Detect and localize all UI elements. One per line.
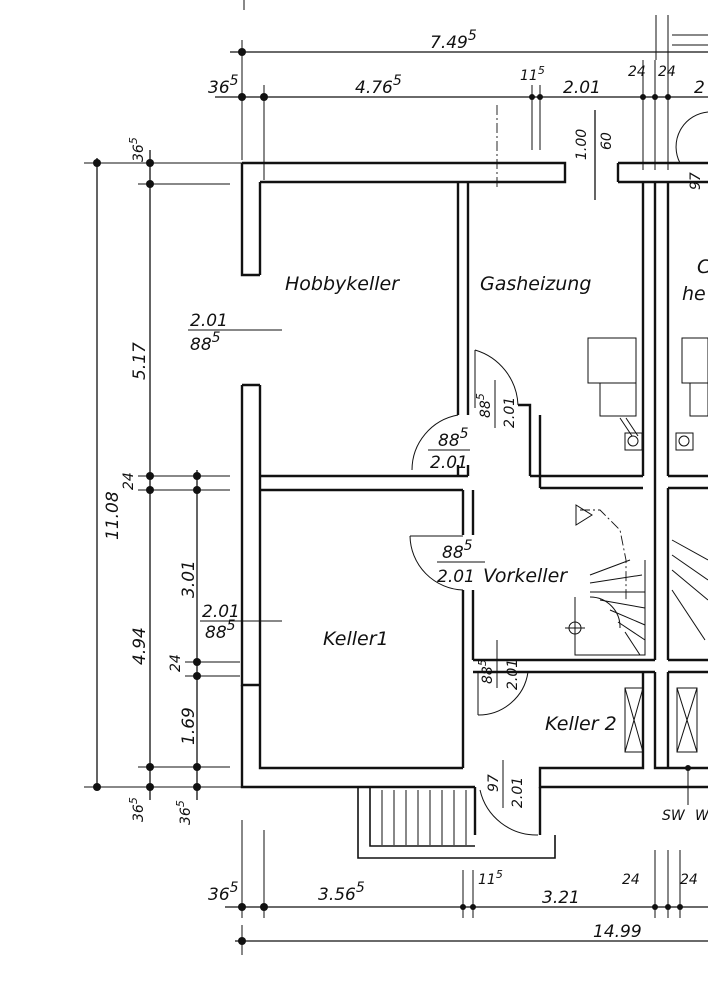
door-keller1-b: 2.01 (437, 567, 475, 587)
room-right-fragment-1: C (697, 256, 708, 278)
room-vorkeller: Vorkeller (483, 565, 568, 587)
dim-left-wall-top: 365 (127, 137, 147, 162)
dim-left-wall-24: 24 (121, 472, 137, 490)
door-hobbykeller-label: 885 2.01 (428, 426, 470, 473)
door-outer-label: 97 2.01 (486, 760, 526, 808)
dim-bottom-total: 14.99 (235, 922, 708, 955)
dim-left-chain: 365 5.17 24 4.94 365 (121, 137, 230, 822)
dim-top-wall-24b: 24 (658, 64, 676, 80)
dim-left-sub-24: 24 (168, 654, 184, 672)
dim-left-room1: 5.17 (130, 342, 150, 380)
dim-left-bottom-b: 365 (174, 800, 194, 825)
door-keller2-label: 885 2.01 (476, 640, 521, 690)
dim-bottom-wall-left: 365 (208, 880, 239, 905)
dim-window-top-a: 1.00 (574, 129, 590, 160)
label-w-fragment: W (695, 808, 708, 824)
door-gas-b: 2.01 (502, 397, 518, 428)
door-arc-keller1 (409, 535, 464, 591)
door-outer-b: 2.01 (510, 777, 526, 808)
window-hobbykeller: 2.01 885 (188, 311, 282, 355)
room-hobbykeller: Hobbykeller (285, 273, 400, 295)
construction-lines (241, 0, 708, 860)
door-arc-gasheizung (474, 349, 519, 406)
door-outer-a: 97 (486, 774, 502, 792)
window-keller1-a: 2.01 (202, 602, 240, 622)
doors (409, 111, 708, 836)
room-keller2: Keller 2 (545, 713, 617, 735)
dim-top-wall-left: 365 (208, 73, 239, 98)
dim-left-room2: 4.94 (130, 627, 150, 665)
dim-top-wall-24a: 24 (628, 64, 646, 80)
dim-left-subchain: 3.01 24 1.69 365 (168, 470, 240, 825)
door-arc-right (675, 111, 708, 164)
door-arc-keller2 (477, 671, 529, 716)
door-keller1-a: 885 (442, 538, 473, 563)
dim-top-room-width: 4.765 (355, 73, 402, 98)
dim-left-bottom-a: 365 (127, 797, 147, 822)
dim-bottom-wall-24b: 24 (680, 872, 698, 888)
room-gasheizung: Gasheizung (480, 273, 591, 295)
dim-top-total: 7.495 (230, 28, 708, 160)
dim-top-total-label: 7.495 (430, 28, 477, 53)
door-keller2-b: 2.01 (505, 659, 521, 690)
window-hobby-b: 885 (190, 330, 221, 355)
dim-bottom-room-width: 3.565 (318, 880, 365, 905)
heating-units (587, 337, 708, 451)
label-sw: SW (662, 808, 686, 824)
door-gasheizung-label: 885 2.01 (474, 380, 518, 428)
outside-steps (381, 790, 467, 845)
staircase (565, 504, 708, 656)
dim-top-right-fragment: 2 (694, 78, 705, 98)
dim-bottom-total-label: 14.99 (593, 922, 642, 942)
door-arc-outer (479, 789, 539, 836)
window-hobby-a: 2.01 (190, 311, 228, 331)
door-keller2-a: 885 (476, 659, 496, 684)
walls (240, 161, 708, 859)
dim-window-top: 1.00 60 (496, 105, 615, 200)
dim-left-total-label: 11.08 (103, 491, 123, 540)
dim-left-sub-169: 1.69 (179, 707, 199, 745)
room-right-fragment-2: he (682, 283, 706, 305)
dim-top-partition: 115 (520, 64, 545, 84)
dim-top-room2-width: 2.01 (563, 78, 601, 98)
door-gas-a: 885 (474, 393, 494, 418)
door-keller1-label: 885 2.01 (437, 538, 485, 587)
dim-window-top-b: 60 (599, 132, 615, 150)
room-keller1: Keller1 (323, 628, 389, 650)
window-keller1-b: 885 (205, 618, 236, 643)
door-right-a: 97 (688, 172, 704, 190)
door-hobby-a: 885 (438, 426, 469, 451)
door-hobby-b: 2.01 (430, 453, 468, 473)
dim-left-sub-301: 3.01 (179, 560, 199, 598)
shafts (624, 687, 698, 805)
dim-top-row: 365 4.765 115 2.01 24 24 2 (208, 60, 708, 180)
dim-bottom-wall-24a: 24 (622, 872, 640, 888)
dim-left-total: 11.08 (84, 158, 245, 791)
dim-bottom-row: 365 3.565 115 3.21 24 24 (208, 820, 708, 918)
door-arc-hobbykeller (411, 414, 459, 471)
dim-bottom-partition: 115 (478, 868, 503, 888)
dim-bottom-room2-width: 3.21 (542, 888, 580, 908)
